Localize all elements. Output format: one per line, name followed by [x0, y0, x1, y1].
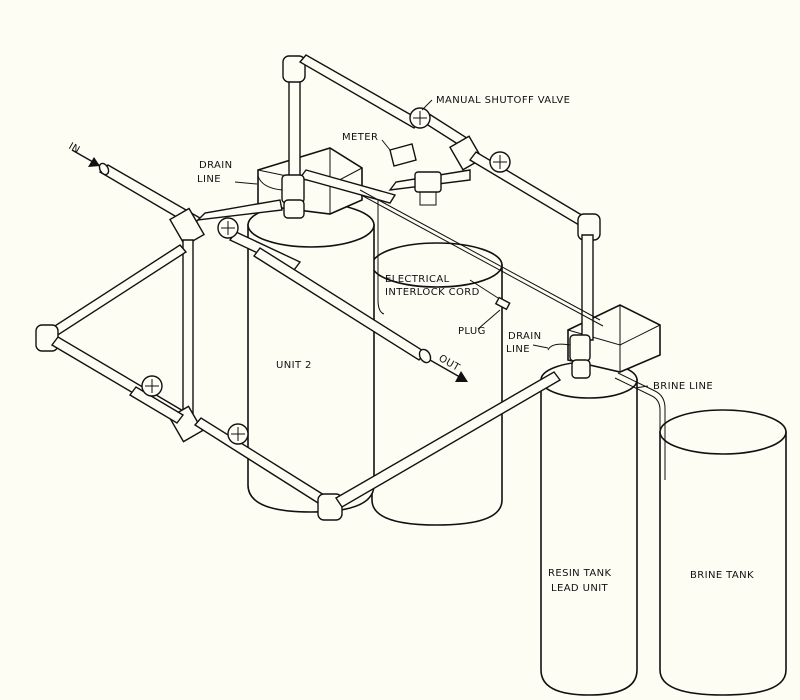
meter-box [389, 143, 442, 206]
label-unit-2: UNIT 2 [276, 360, 312, 371]
label-brine-line: BRINE LINE [653, 381, 713, 392]
label-interlock-cord: INTERLOCK CORD [385, 287, 480, 298]
label-brine-tank: BRINE TANK [690, 570, 754, 581]
label-in: IN [67, 141, 82, 156]
leader-lines [234, 99, 649, 389]
outlet-arrow [429, 359, 468, 382]
label-meter: METER [342, 132, 378, 143]
valve-right-upper [489, 151, 511, 173]
label-plug: PLUG [458, 326, 486, 337]
valve-bottom [227, 423, 249, 445]
unit-2-tank [247, 202, 375, 513]
back-tank [371, 242, 503, 526]
label-lead-unit: LEAD UNIT [551, 583, 609, 594]
label-manual-shutoff-valve: MANUAL SHUTOFF VALVE [436, 95, 570, 106]
valve-inlet [217, 217, 239, 239]
lead-unit-valve-fitting [569, 334, 591, 379]
label-drain-line-2b: LINE [506, 344, 530, 355]
label-resin-tank: RESIN TANK [548, 568, 611, 579]
thin-lines [257, 170, 666, 480]
unit-2-valve-fitting [281, 174, 305, 219]
piping [35, 54, 601, 521]
label-drain-line-2a: DRAIN [508, 331, 542, 342]
label-drain-line-1a: DRAIN [199, 160, 233, 171]
valve-left-lower [141, 375, 163, 397]
inlet-arrow [71, 149, 101, 167]
label-electrical: ELECTRICAL [385, 274, 450, 285]
label-drain-line-1b: LINE [197, 174, 221, 185]
resin-tank-lead-unit [540, 361, 638, 696]
brine-tank [659, 409, 787, 696]
valve-manual-shutoff-top [409, 107, 431, 129]
